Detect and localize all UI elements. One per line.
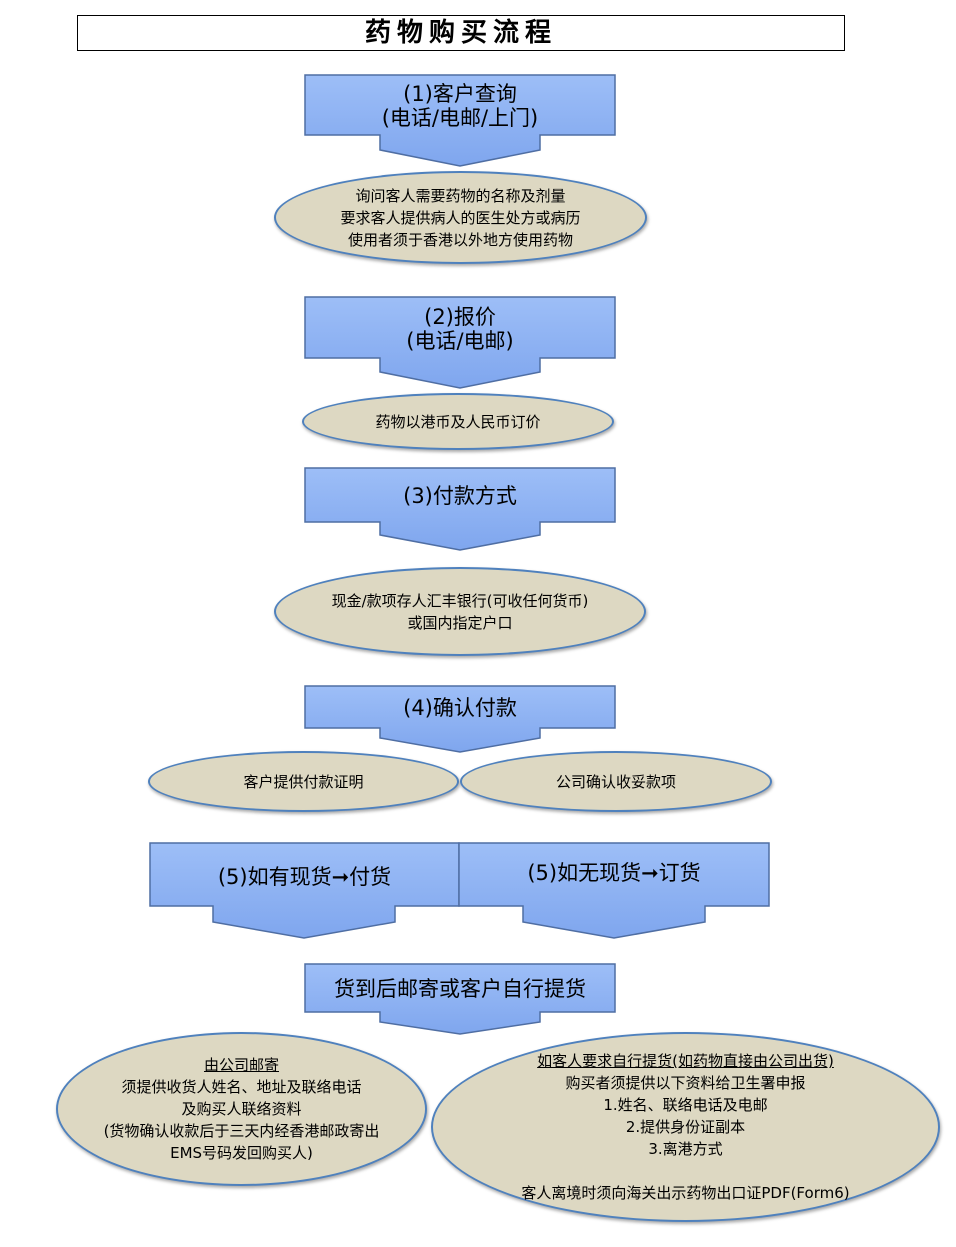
detail-payment-method: 现金/款项存人汇丰银行(可收任何货币) 或国内指定户口 bbox=[274, 567, 646, 656]
detail-self-pickup: 如客人要求自行提货(如药物直接由公司出货) 购买者须提供以下资料给卫生署申报 1… bbox=[431, 1032, 940, 1222]
step5a-box: (5)如有现货➞付货 bbox=[150, 847, 459, 906]
detail-inquiry-line: 询问客人需要药物的名称及剂量 bbox=[355, 186, 566, 205]
step1-subtitle: (电话/电邮/上门) bbox=[381, 106, 539, 130]
step1-arrow-shape bbox=[304, 74, 616, 167]
step6-box: 货到后邮寄或客户自行提货 bbox=[305, 966, 615, 1012]
step6-arrow-shape bbox=[304, 963, 616, 1035]
step3-title: (3)付款方式 bbox=[403, 484, 517, 508]
detail-payment-proof: 客户提供付款证明 bbox=[148, 751, 459, 812]
detail-pickup-line: 1.姓名、联络电话及电邮 bbox=[603, 1096, 768, 1114]
detail-mail-heading: 由公司邮寄 bbox=[203, 1056, 279, 1074]
detail-mail-delivery: 由公司邮寄 须提供收货人姓名、地址及联络电话 及购买人联络资料 (货物确认收款后… bbox=[56, 1032, 427, 1186]
step4-box: (4)确认付款 bbox=[305, 688, 615, 728]
detail-payment-proof-line: 客户提供付款证明 bbox=[243, 772, 364, 791]
step3-arrow-shape bbox=[304, 467, 616, 551]
step3-box: (3)付款方式 bbox=[305, 470, 615, 522]
page-title: 药物购买流程 bbox=[77, 15, 845, 51]
detail-mail-line: 及购买人联络资料 bbox=[181, 1100, 302, 1118]
detail-mail-line: 须提供收货人姓名、地址及联络电话 bbox=[121, 1078, 362, 1096]
detail-inquiry: 询问客人需要药物的名称及剂量 要求客人提供病人的医生处方或病历 使用者须于香港以… bbox=[274, 171, 647, 264]
step5b-box: (5)如无现货➞订货 bbox=[459, 843, 769, 903]
detail-payment-received: 公司确认收妥款项 bbox=[460, 751, 772, 812]
detail-quote-line: 药物以港币及人民币订价 bbox=[375, 412, 541, 431]
detail-quote: 药物以港币及人民币订价 bbox=[302, 393, 614, 450]
step4-arrow-shape bbox=[304, 685, 616, 753]
step2-box: (2)报价 (电话/电邮) bbox=[305, 299, 615, 358]
detail-pickup-line: 2.提供身份证副本 bbox=[625, 1118, 746, 1136]
detail-payment-line: 或国内指定户口 bbox=[407, 613, 513, 632]
step5b-title: (5)如无现货➞订货 bbox=[527, 861, 701, 885]
step1-title: (1)客户查询 bbox=[403, 82, 517, 106]
detail-pickup-line: 3.离港方式 bbox=[648, 1140, 723, 1158]
detail-mail-line: (货物确认收款后于三天内经香港邮政寄出 bbox=[103, 1122, 380, 1140]
detail-pickup-line: 购买者须提供以下资料给卫生署申报 bbox=[565, 1074, 806, 1092]
step4-title: (4)确认付款 bbox=[403, 696, 517, 720]
step5b-arrow-shape bbox=[458, 842, 770, 939]
step6-title: 货到后邮寄或客户自行提货 bbox=[334, 977, 586, 1001]
detail-payment-received-line: 公司确认收妥款项 bbox=[555, 772, 676, 791]
detail-inquiry-line: 使用者须于香港以外地方使用药物 bbox=[347, 230, 573, 249]
detail-payment-line: 现金/款项存人汇丰银行(可收任何货币) bbox=[331, 591, 589, 610]
step5a-title: (5)如有现货➞付货 bbox=[217, 864, 392, 889]
detail-pickup-footer: 客人离境时须向海关出示药物出口证PDF(Form6) bbox=[521, 1184, 850, 1202]
step2-arrow-shape bbox=[304, 296, 616, 389]
step1-box: (1)客户查询 (电话/电邮/上门) bbox=[305, 77, 615, 135]
detail-mail-line: EMS号码发回购买人) bbox=[170, 1144, 313, 1162]
detail-inquiry-line: 要求客人提供病人的医生处方或病历 bbox=[340, 208, 581, 227]
detail-pickup-heading: 如客人要求自行提货(如药物直接由公司出货) bbox=[537, 1052, 834, 1070]
step2-title: (2)报价 bbox=[424, 304, 496, 329]
step2-subtitle: (电话/电邮) bbox=[406, 328, 514, 353]
